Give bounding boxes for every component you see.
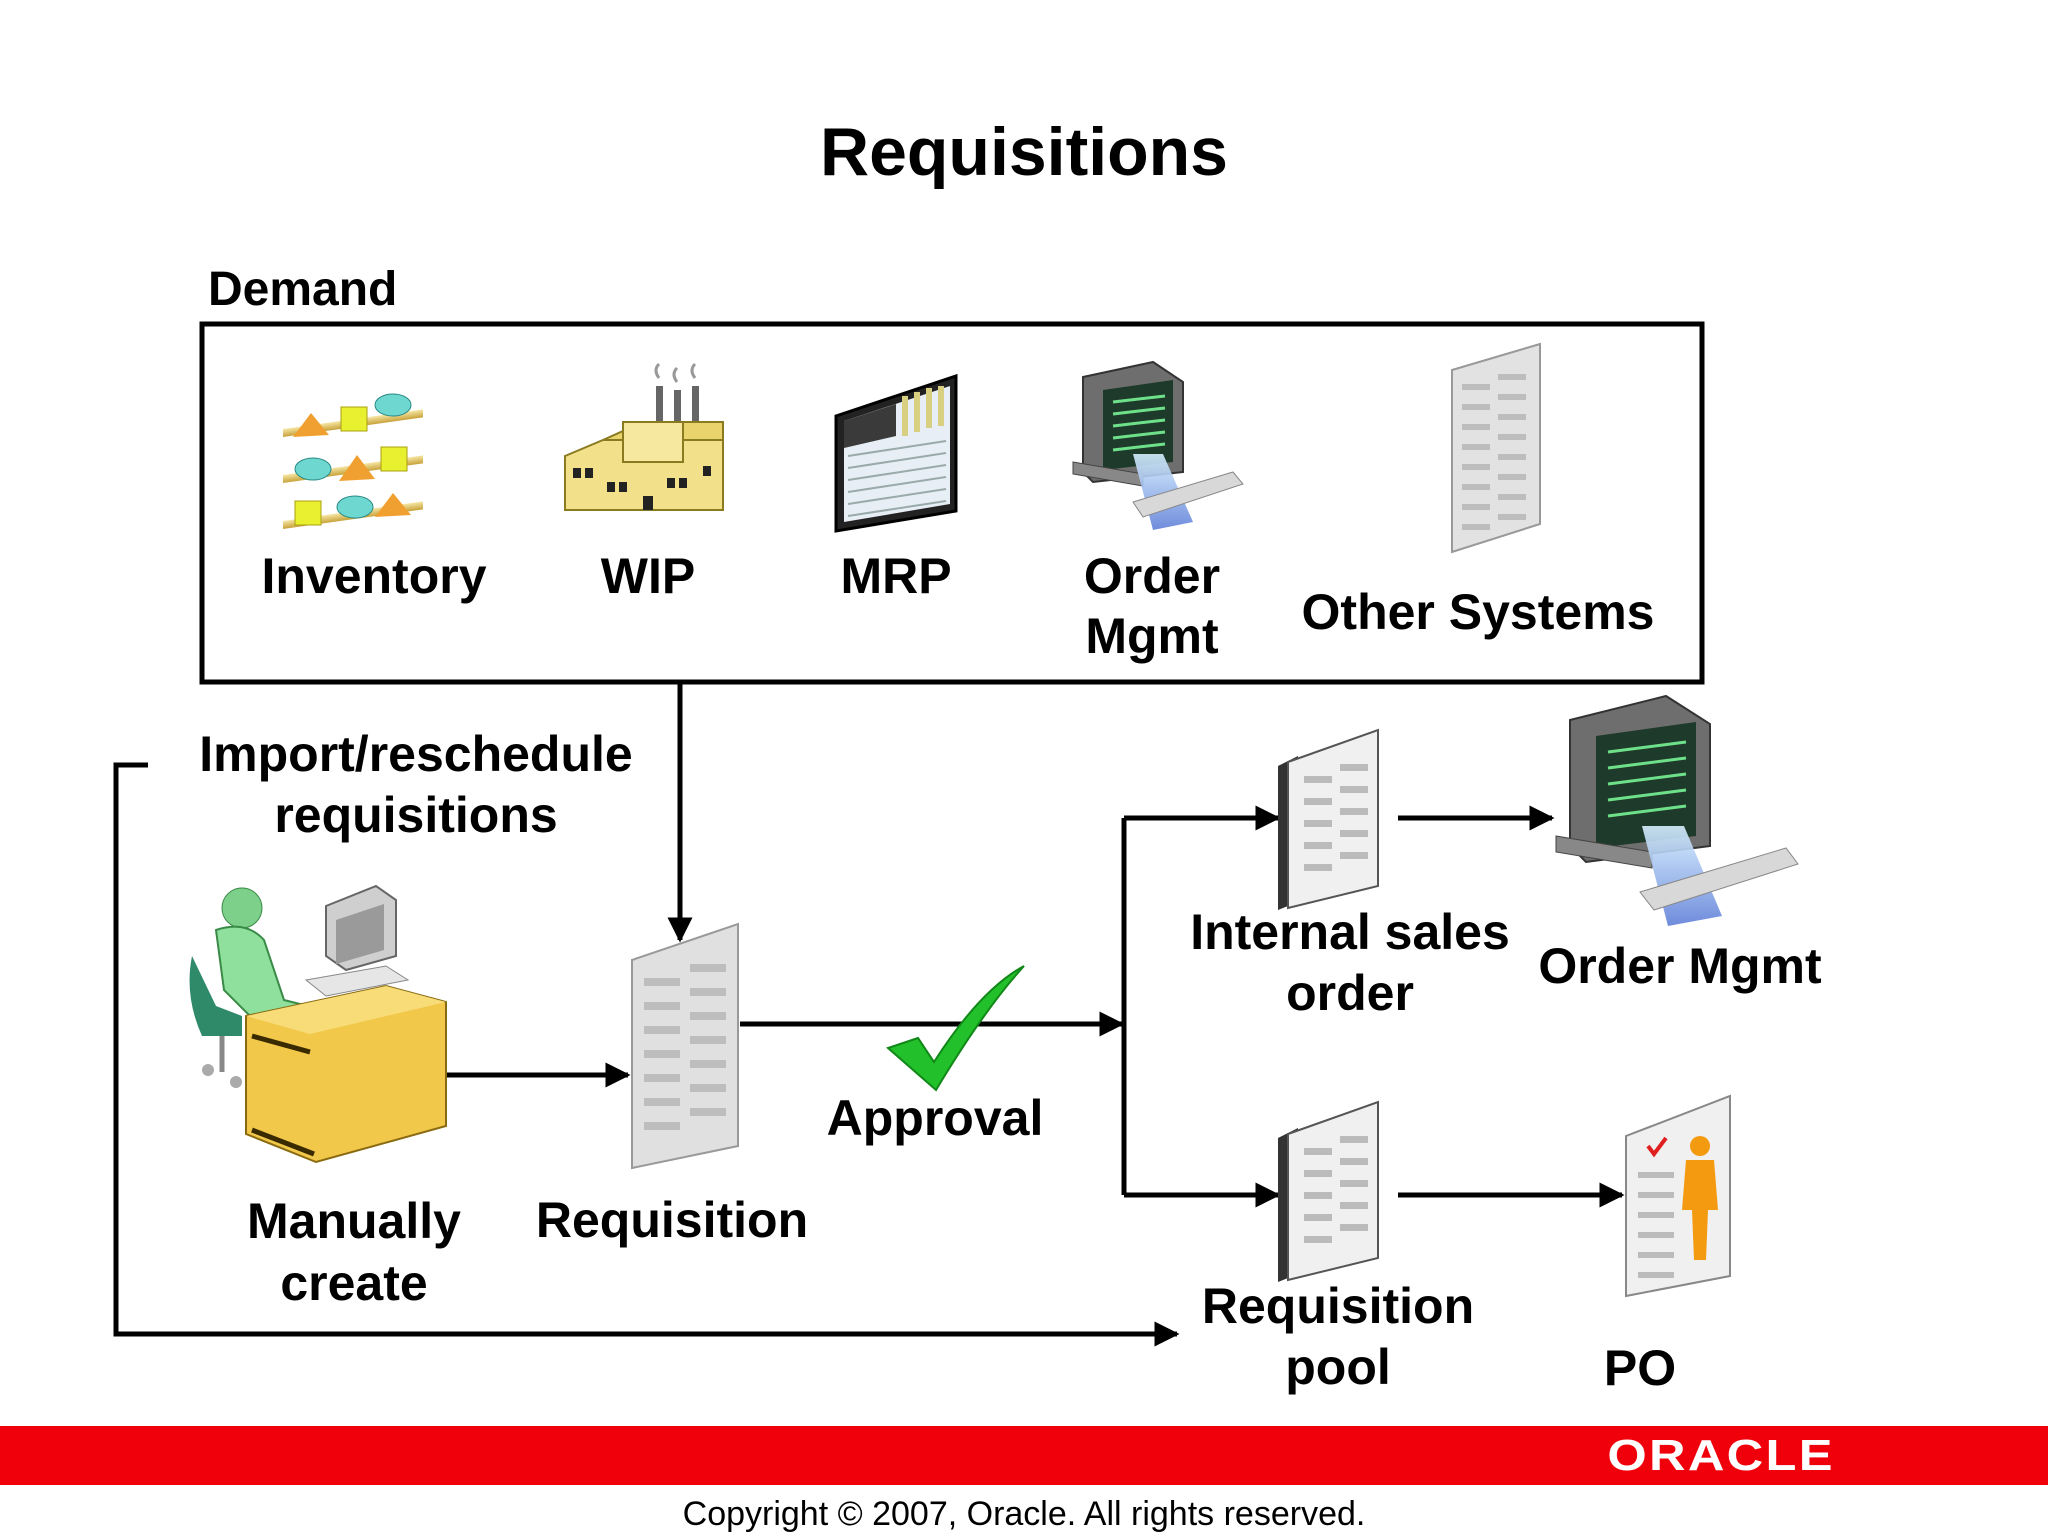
internal-sales-order-label: Internal sales order [1190,904,1510,1021]
import-loop-line [113,762,1180,1347]
manually-create-label: Manually create [247,1193,461,1311]
computer-terminal-icon [1072,360,1244,530]
copyright-text: Copyright © 2007, Oracle. All rights res… [682,1495,1366,1533]
inventory-shelves-icon [283,393,423,529]
wip-label: WIP [600,548,696,604]
approval-check-icon [886,965,1025,1092]
requisition-pool-label: Requisition pool [1201,1278,1475,1395]
order-mgmt-label: Order Mgmt [1538,938,1822,994]
requisition-document-icon [631,922,739,1170]
mrp-label: MRP [840,548,952,604]
requisition-label: Requisition [535,1192,809,1248]
po-document-icon [1625,1094,1731,1298]
import-reschedule-label: Import/reschedule requisitions [199,726,633,843]
internal-sales-order-book-icon [1278,728,1379,910]
requisition-pool-book-icon [1278,1100,1379,1282]
spreadsheet-monitor-icon [834,373,958,533]
order-mgmt-computer-icon [1555,694,1799,926]
po-label: PO [1603,1340,1677,1396]
demand-label: Demand [208,263,398,316]
other-systems-label: Other Systems [1301,584,1655,640]
order-mgmt-demand-label: Order Mgmt [1083,548,1221,664]
demand-box [199,321,1705,685]
approval-label: Approval [826,1090,1044,1146]
flow-connectors [113,684,1625,1347]
requisitions-diagram [113,321,1799,1347]
person-at-desk-icon [189,884,447,1164]
inventory-label: Inventory [261,548,487,604]
document-icon [1451,342,1541,554]
oracle-logo: ORACLE [1607,1431,1835,1480]
page-title: Requisitions [819,114,1229,190]
footer-red-bar [0,1426,2048,1485]
factory-icon [564,362,724,511]
